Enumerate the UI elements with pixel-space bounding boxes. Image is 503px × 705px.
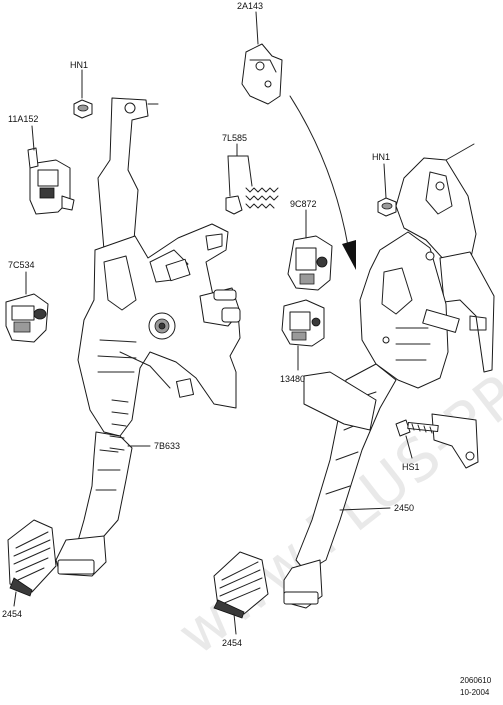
label-hn1-right: HN1 — [372, 152, 390, 162]
pedal-pad-left — [7, 519, 57, 597]
switch-7c534 — [5, 289, 49, 343]
bolt-hs1 — [395, 419, 439, 437]
label-hs1: HS1 — [402, 462, 420, 472]
reference-number: 2060610 — [460, 676, 492, 685]
label-hn1-left: HN1 — [70, 60, 88, 70]
nut-hn1-left — [73, 99, 93, 119]
bracket-2a143 — [241, 43, 283, 105]
label-13480: 13480 — [280, 374, 305, 384]
right-pedal-assembly — [283, 143, 495, 609]
switch-11a152 — [27, 147, 75, 215]
label-2454-left: 2454 — [2, 609, 22, 619]
switch-13480 — [281, 299, 325, 347]
callout-labels: HN1 11A152 7C534 7L585 2A143 HN1 9C872 1… — [2, 1, 420, 648]
assembly-arrow — [289, 95, 356, 270]
label-2450: 2450 — [394, 503, 414, 513]
left-pedal-assembly — [55, 97, 241, 577]
label-9c872: 9C872 — [290, 199, 317, 209]
leader-lines — [13, 11, 413, 635]
label-2a143: 2A143 — [237, 1, 263, 11]
actuator-9c872 — [287, 235, 333, 291]
label-2454-right: 2454 — [222, 638, 242, 648]
label-7l585: 7L585 — [222, 133, 247, 143]
label-11a152: 11A152 — [8, 114, 38, 124]
label-7b633: 7B633 — [154, 441, 180, 451]
spring-clip-7l585 — [225, 187, 279, 215]
reference-date: 10-2004 — [460, 688, 490, 697]
nut-hn1-right — [377, 197, 397, 217]
footer-reference: 2060610 10-2004 — [460, 676, 492, 697]
pedal-pad-right — [213, 551, 269, 619]
label-7c534: 7C534 — [8, 260, 35, 270]
